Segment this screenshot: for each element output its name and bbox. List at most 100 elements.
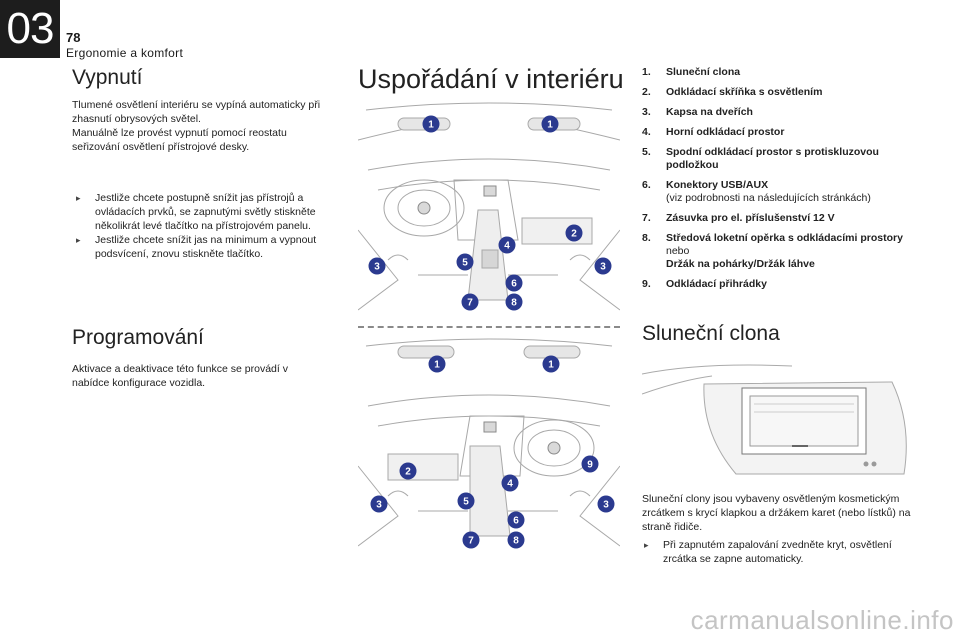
slunecni-text: Sluneční clony jsou vybaveny osvětleným … [642,493,911,533]
callout-marker: 6 [505,274,523,292]
callout-marker: 2 [399,462,417,480]
callout-marker: 2 [565,224,583,242]
callout-number: 3 [600,262,606,273]
callout-marker: 4 [501,474,519,492]
callout-number: 8 [511,298,517,309]
callout-number: 1 [547,120,553,131]
callout-marker: 1 [542,355,560,373]
item-label: Sluneční clona [666,66,741,78]
bullet-item: ▸ Jestliže chcete postupně snížit jas př… [76,191,338,233]
callout-number: 8 [513,536,519,547]
item-number: 2. [642,86,651,98]
item-number: 6. [642,179,651,191]
heading-programovani: Programování [72,326,204,349]
callout-marker: 7 [461,293,479,311]
callout-number: 4 [507,479,513,490]
callout-number: 6 [513,516,519,527]
item-number: 9. [642,278,651,290]
callout-marker: 8 [505,293,523,311]
item-label: Odkládací přihrádky [666,278,767,290]
interior-drawing-bottom [358,338,620,547]
item-extra-bold: Držák na pohárky/Držák láhve [666,258,815,270]
callout-marker: 5 [457,492,475,510]
callout-number: 5 [462,258,468,269]
list-item: 4. Horní odkládací prostor [642,126,912,139]
callout-number: 7 [468,536,474,547]
callout-number: 4 [504,241,510,252]
callout-number: 6 [511,279,517,290]
callout-marker: 3 [594,257,612,275]
item-label: Spodní odkládací prostor s protiskluzovo… [666,146,879,171]
bullet-item: ▸ Při zapnutém zapalování zvedněte kryt,… [644,538,914,566]
slunecni-bullet: ▸ Při zapnutém zapalování zvedněte kryt,… [644,538,914,566]
vypnuti-para-2: Manuálně lze provést vypnutí pomocí reos… [72,127,287,153]
bullet-marker-icon: ▸ [76,235,81,245]
page-number: 78 [66,30,81,45]
list-item: 8. Středová loketní opěrka s odkládacími… [642,232,912,271]
item-number: 3. [642,106,651,118]
section-divider [358,326,620,328]
callout-number: 3 [374,262,380,273]
item-label: Horní odkládací prostor [666,126,785,138]
bullet-marker-icon: ▸ [644,540,649,550]
item-number: 1. [642,66,651,78]
list-item: 2. Odkládací skříňka s osvětlením [642,86,912,99]
callout-number: 5 [463,497,469,508]
callout-marker: 6 [507,511,525,529]
bullet-text: Při zapnutém zapalování zvedněte kryt, o… [663,539,892,565]
list-item: 5. Spodní odkládací prostor s protiskluz… [642,146,912,172]
list-item: 6. Konektory USB/AUX (viz podrobnosti na… [642,179,912,205]
callout-marker: 3 [370,495,388,513]
callout-marker: 1 [541,115,559,133]
callout-marker: 1 [422,115,440,133]
callout-number: 3 [376,500,382,511]
item-label: Odkládací skříňka s osvětlením [666,86,823,98]
list-item: 3. Kapsa na dveřích [642,106,912,119]
vypnuti-para-1: Tlumené osvětlení interiéru se vypíná au… [72,99,321,125]
callout-marker: 1 [428,355,446,373]
item-label: Středová loketní opěrka s odkládacími pr… [666,232,903,244]
programovani-text: Aktivace a deaktivace této funkce se pro… [72,363,288,389]
item-note: (viz podrobnosti na následujících stránk… [666,192,871,204]
heading-usporadani: Uspořádání v interiéru [358,64,624,94]
callout-marker: 9 [581,455,599,473]
interior-illustration-bottom [358,336,620,558]
heading-slunecni-clona: Sluneční clona [642,322,780,345]
list-item: 1. Sluneční clona [642,66,912,79]
callout-marker: 5 [456,253,474,271]
item-number: 8. [642,232,651,244]
list-item: 7. Zásuvka pro el. příslušenství 12 V [642,212,912,225]
callout-marker: 4 [498,236,516,254]
callout-marker: 3 [368,257,386,275]
item-label: Zásuvka pro el. příslušenství 12 V [666,212,835,224]
callout-number: 2 [405,467,411,478]
item-label: Kapsa na dveřích [666,106,753,118]
item-label: Konektory USB/AUX [666,179,769,191]
callout-number: 1 [434,360,440,371]
callout-number: 2 [571,229,577,240]
item-number: 7. [642,212,651,224]
callout-number: 9 [587,460,593,471]
sun-visor-drawing [642,364,907,475]
item-number: 4. [642,126,651,138]
callout-number: 1 [548,360,554,371]
item-number: 5. [642,146,651,158]
list-item: 9. Odkládací přihrádky [642,278,912,291]
callout-marker: 7 [462,531,480,549]
sun-visor-illustration [642,364,912,486]
section-title: Ergonomie a komfort [66,46,184,60]
callout-marker: 8 [507,531,525,549]
chapter-tab: 03 [0,0,60,58]
heading-vypnuti: Vypnutí [72,66,143,89]
bullet-list: ▸ Jestliže chcete postupně snížit jas př… [76,191,338,261]
bullet-text: Jestliže chcete postupně snížit jas přís… [95,192,316,232]
bullet-text: Jestliže chcete snížit jas na minimum a … [95,234,317,260]
item-extra: nebo [666,245,690,257]
callout-marker: 3 [597,495,615,513]
watermark: carmanualsonline.info [690,605,954,635]
vypnuti-text: Tlumené osvětlení interiéru se vypíná au… [72,98,334,154]
callout-number: 1 [428,120,434,131]
callout-number: 7 [467,298,473,309]
bullet-marker-icon: ▸ [76,193,81,203]
